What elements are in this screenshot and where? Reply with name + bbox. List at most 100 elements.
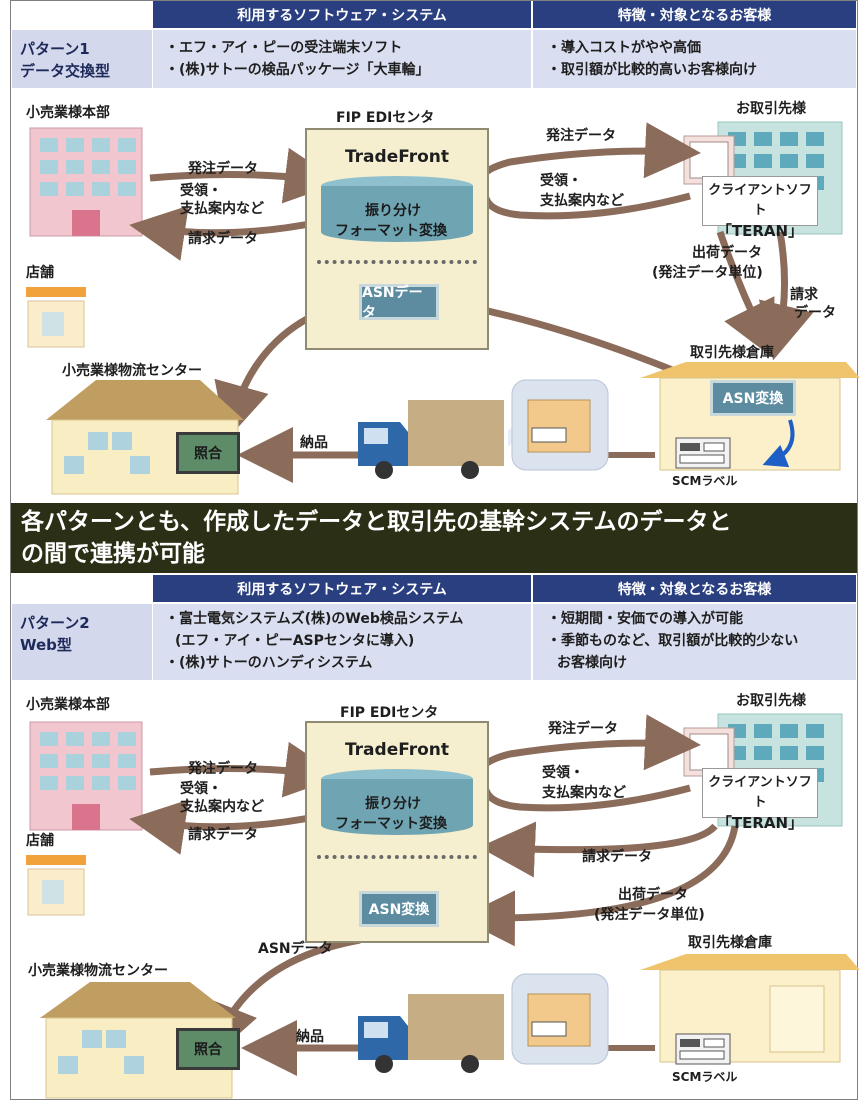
pattern2-receipt-right-line2: 支払案内など [542,785,626,801]
pattern2-order-data-left: 発注データ [188,761,258,777]
arrow-order-to-center [149,147,341,204]
p2-warehouse-building-icon [640,954,860,1063]
pattern2-receipt-line1: 受領・ [180,781,222,797]
header-features-col: 特徴・対象となるお客様 [533,1,856,28]
pattern2-features-0: ・短期間・安価での導入が可能 [547,611,743,627]
pattern2-warehouse-label: 取引先様倉庫 [688,935,772,951]
pattern2-client-line1: クライアントソフト [708,775,812,810]
pattern2-sort-line1: 振り分け [365,796,421,812]
pattern1-order-data-right: 発注データ [546,128,616,144]
pattern1-warehouse-label: 取引先様倉庫 [690,345,774,361]
pattern2-invoice-left: 請求データ [188,827,258,843]
pattern1-edi-center-label: FIP EDIセンタ [336,110,435,126]
pattern1-features-1: ・取引額が比較的高いお客様向け [547,62,757,78]
arrow-invoice-data [758,231,814,361]
p2-package-icon [511,973,609,1065]
pattern1-dc-label: 小売業様物流センター [62,363,202,379]
pattern2-customer-label: お取引先様 [736,693,806,709]
pattern1-receipt-line2: 支払案内など [180,201,264,217]
pattern2-retail-hq-label: 小売業様本部 [26,697,110,713]
pattern2-delivery-label: 納品 [296,1029,324,1045]
pattern1-customer-label: お取引先様 [736,101,806,117]
pattern2-store-label: 店舗 [26,833,54,849]
pattern1-software: ・エフ・アイ・ピーの受注端末ソフト ・(株)サトーの検品パッケージ「大車輪」 [153,30,531,88]
p2-store-building-icon [26,855,86,916]
pattern2-sort-line2: フォーマット変換 [335,816,447,832]
p2-arrow-center-to-hq [129,799,321,855]
truck-icon [358,400,504,479]
p2-retail-hq-building-icon [29,721,143,831]
p2-arrow-order-to-center [149,741,341,798]
pattern1-order-data-left: 発注データ [188,161,258,177]
pattern1-invoice-left: 請求データ [188,231,258,247]
header-features-label: 特徴・対象となるお客様 [617,7,772,24]
pattern2-receipt-right-line1: 受領・ [542,765,584,781]
pattern2-features: ・短期間・安価での導入が可能 ・季節ものなど、取引額が比較的少ない お客様向け [533,604,856,680]
retail-hq-building-icon [29,127,143,237]
pattern1-client-software-box: クライアントソフト 「TERAN」 [702,176,818,240]
pattern1-receipt-right-line1: 受領・ [540,173,582,189]
pattern2-name-line1: パターン2 [20,614,90,632]
pattern2-edi-center-label: FIP EDIセンタ [340,705,439,721]
p2-scm-label-icon [675,1033,731,1065]
pattern1-features: ・導入コストがやや高価 ・取引額が比較的高いお客様向け [533,30,856,88]
pattern1-tradefront-label: TradeFront [344,147,450,167]
pattern2-ship-line1: 出荷データ [618,887,688,903]
pattern2-match-label: 照合 [194,1042,222,1058]
pattern1-store-label: 店舗 [26,265,54,281]
p2-header-features-col: 特徴・対象となるお客様 [533,575,856,602]
pattern1-client-line2: 「TERAN」 [716,222,804,240]
pattern1-receipt-line1: 受領・ [180,183,222,199]
arrow-center-to-hq [129,205,321,261]
pattern1-invoice-right-line1: 請求 [790,287,818,303]
pattern1-delivery-label: 納品 [300,435,328,451]
p2-arrow-customer-return [482,784,691,812]
pattern1-receipt-right-line2: 支払案内など [540,193,624,209]
pattern2-features-2: お客様向け [557,655,627,671]
pattern1-sort-line1: 振り分け [365,203,421,219]
pattern2-software-1: (エフ・アイ・ピーASPセンタに導入) [175,633,415,649]
header-spacer [12,1,152,28]
pattern1-asn-convert-box: ASN変換 [710,380,796,416]
header-software-label: 利用するソフトウェア・システム [237,7,447,24]
pattern2-client-software-box: クライアントソフト 「TERAN」 [702,768,818,832]
pattern1-asn-data-label: ASNデータ [362,285,423,321]
pattern1-software-1: ・(株)サトーの検品パッケージ「大車輪」 [165,62,430,78]
pattern1-sort-line2: フォーマット変換 [335,223,447,239]
p2-truck-icon [358,994,504,1073]
pattern2-order-data-right: 発注データ [548,721,618,737]
pattern1-retail-hq-label: 小売業様本部 [26,105,110,121]
summary-banner: 各パターンとも、作成したデータと取引先の基幹システムのデータと の間で連携が可能 [11,503,857,573]
pattern2-edi-center-box: TradeFront 振り分け フォーマット変換 ASN変換 [305,721,489,943]
p2-header-spacer [12,575,152,602]
pattern1-dotted-divider [317,260,477,264]
p2-header-software-label: 利用するソフトウェア・システム [237,581,447,598]
store-building-icon [26,287,86,348]
pattern1-client-line1: クライアントソフト [708,183,812,218]
pattern1-features-0: ・導入コストがやや高価 [547,40,701,56]
pattern2-invoice-right: 請求データ [582,849,652,865]
pattern2-asn-data-label: ASNデータ [258,941,333,957]
pattern1-match-box: 照合 [176,432,240,474]
pattern1-ship-line1: 出荷データ [692,245,762,261]
pattern2-dotted-divider [317,855,477,859]
pattern1-asn-data-box: ASNデータ [359,284,439,321]
pattern2-name-line2: Web型 [20,636,72,654]
pattern2-scm-label: SCMラベル [672,1070,738,1084]
p2-arrow-ship-data [459,825,739,947]
pattern2-software-0: ・富士電気システムズ(株)のWeb検品システム [165,611,464,627]
p2-header-features-label: 特徴・対象となるお客様 [617,581,772,598]
pattern1-ship-line2: (発注データ単位) [652,265,763,281]
pattern1-asn-convert-label: ASN変換 [722,391,784,407]
pattern1-name-line1: パターン1 [20,40,90,58]
pattern2-software: ・富士電気システムズ(株)のWeb検品システム (エフ・アイ・ピーASPセンタに… [153,604,531,680]
scm-label-icon [675,437,731,469]
pattern1-edi-center-box: TradeFront 振り分け フォーマット変換 ASNデータ [305,128,489,350]
pattern2-tradefront-label: TradeFront [344,740,450,760]
pattern2-software-2: ・(株)サトーのハンディシステム [165,655,373,671]
pattern2-dc-label: 小売業様物流センター [28,963,168,979]
pattern1-name-line2: データ交換型 [20,62,111,80]
pattern2-receipt-line2: 支払案内など [180,799,264,815]
pattern2-asn-convert-box: ASN変換 [359,891,439,927]
pattern2-ship-line2: (発注データ単位) [594,907,705,923]
